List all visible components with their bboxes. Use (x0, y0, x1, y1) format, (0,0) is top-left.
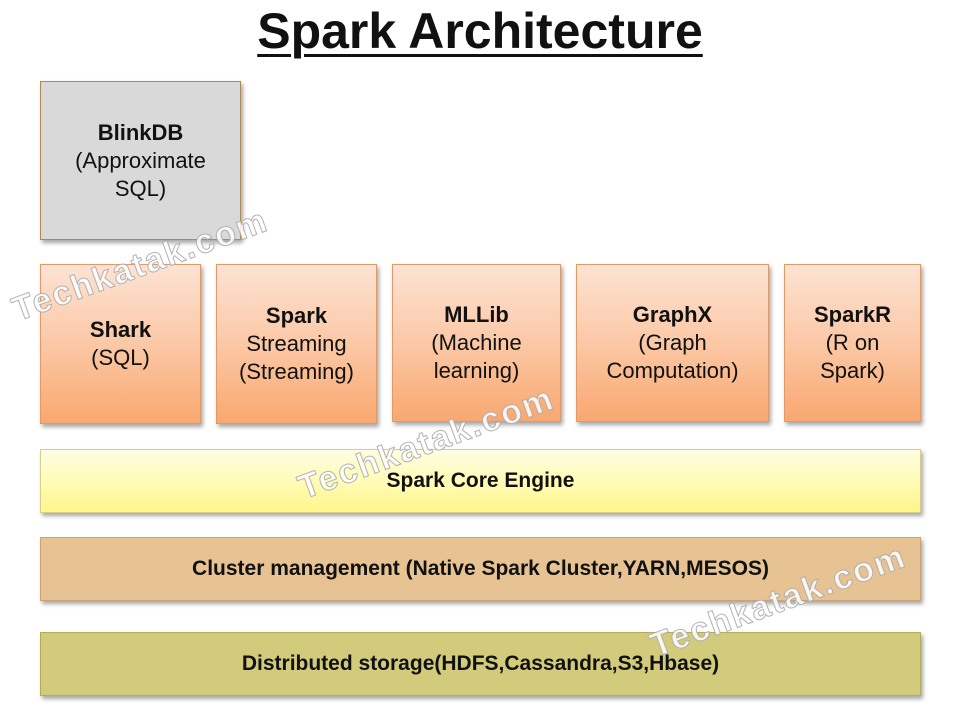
graphx-desc-line2: Computation) (606, 358, 739, 383)
graphx-name: GraphX (632, 302, 713, 327)
spark-streaming-box: Spark Streaming (Streaming) (216, 264, 377, 424)
spark-streaming-desc-line2: (Streaming) (239, 359, 354, 384)
mllib-name: MLLib (444, 302, 509, 327)
mllib-box: MLLib (Machine learning) (392, 264, 561, 422)
blinkdb-box: BlinkDB (Approximate SQL) (40, 81, 241, 240)
shark-name: Shark (89, 317, 152, 342)
blinkdb-desc-line2: SQL) (114, 175, 167, 201)
spark-core-engine-label: Spark Core Engine (386, 469, 575, 492)
cluster-management-label: Cluster management (Native Spark Cluster… (192, 557, 769, 580)
spark-streaming-name: Spark (265, 303, 328, 328)
sparkr-box: SparkR (R on Spark) (784, 264, 921, 422)
spark-core-engine-box: Spark Core Engine (40, 449, 921, 513)
sparkr-desc-line1: (R on (825, 330, 880, 355)
shark-box: Shark (SQL) (40, 264, 201, 424)
distributed-storage-label: Distributed storage(HDFS,Cassandra,S3,Hb… (241, 652, 720, 675)
graphx-desc-line1: (Graph (638, 330, 707, 355)
sparkr-desc-line2: Spark) (820, 358, 885, 383)
spark-streaming-desc-line1: Streaming (246, 331, 347, 356)
mllib-desc-line2: learning) (433, 358, 520, 383)
blinkdb-name: BlinkDB (97, 119, 184, 145)
mllib-desc-line1: (Machine (431, 330, 522, 355)
distributed-storage-box: Distributed storage(HDFS,Cassandra,S3,Hb… (40, 632, 921, 696)
graphx-box: GraphX (Graph Computation) (576, 264, 769, 422)
shark-desc-line1: (SQL) (91, 345, 150, 370)
sparkr-name: SparkR (813, 302, 892, 327)
page-title: Spark Architecture (257, 3, 703, 59)
blinkdb-desc-line1: (Approximate (75, 147, 206, 173)
cluster-management-box: Cluster management (Native Spark Cluster… (40, 537, 921, 601)
